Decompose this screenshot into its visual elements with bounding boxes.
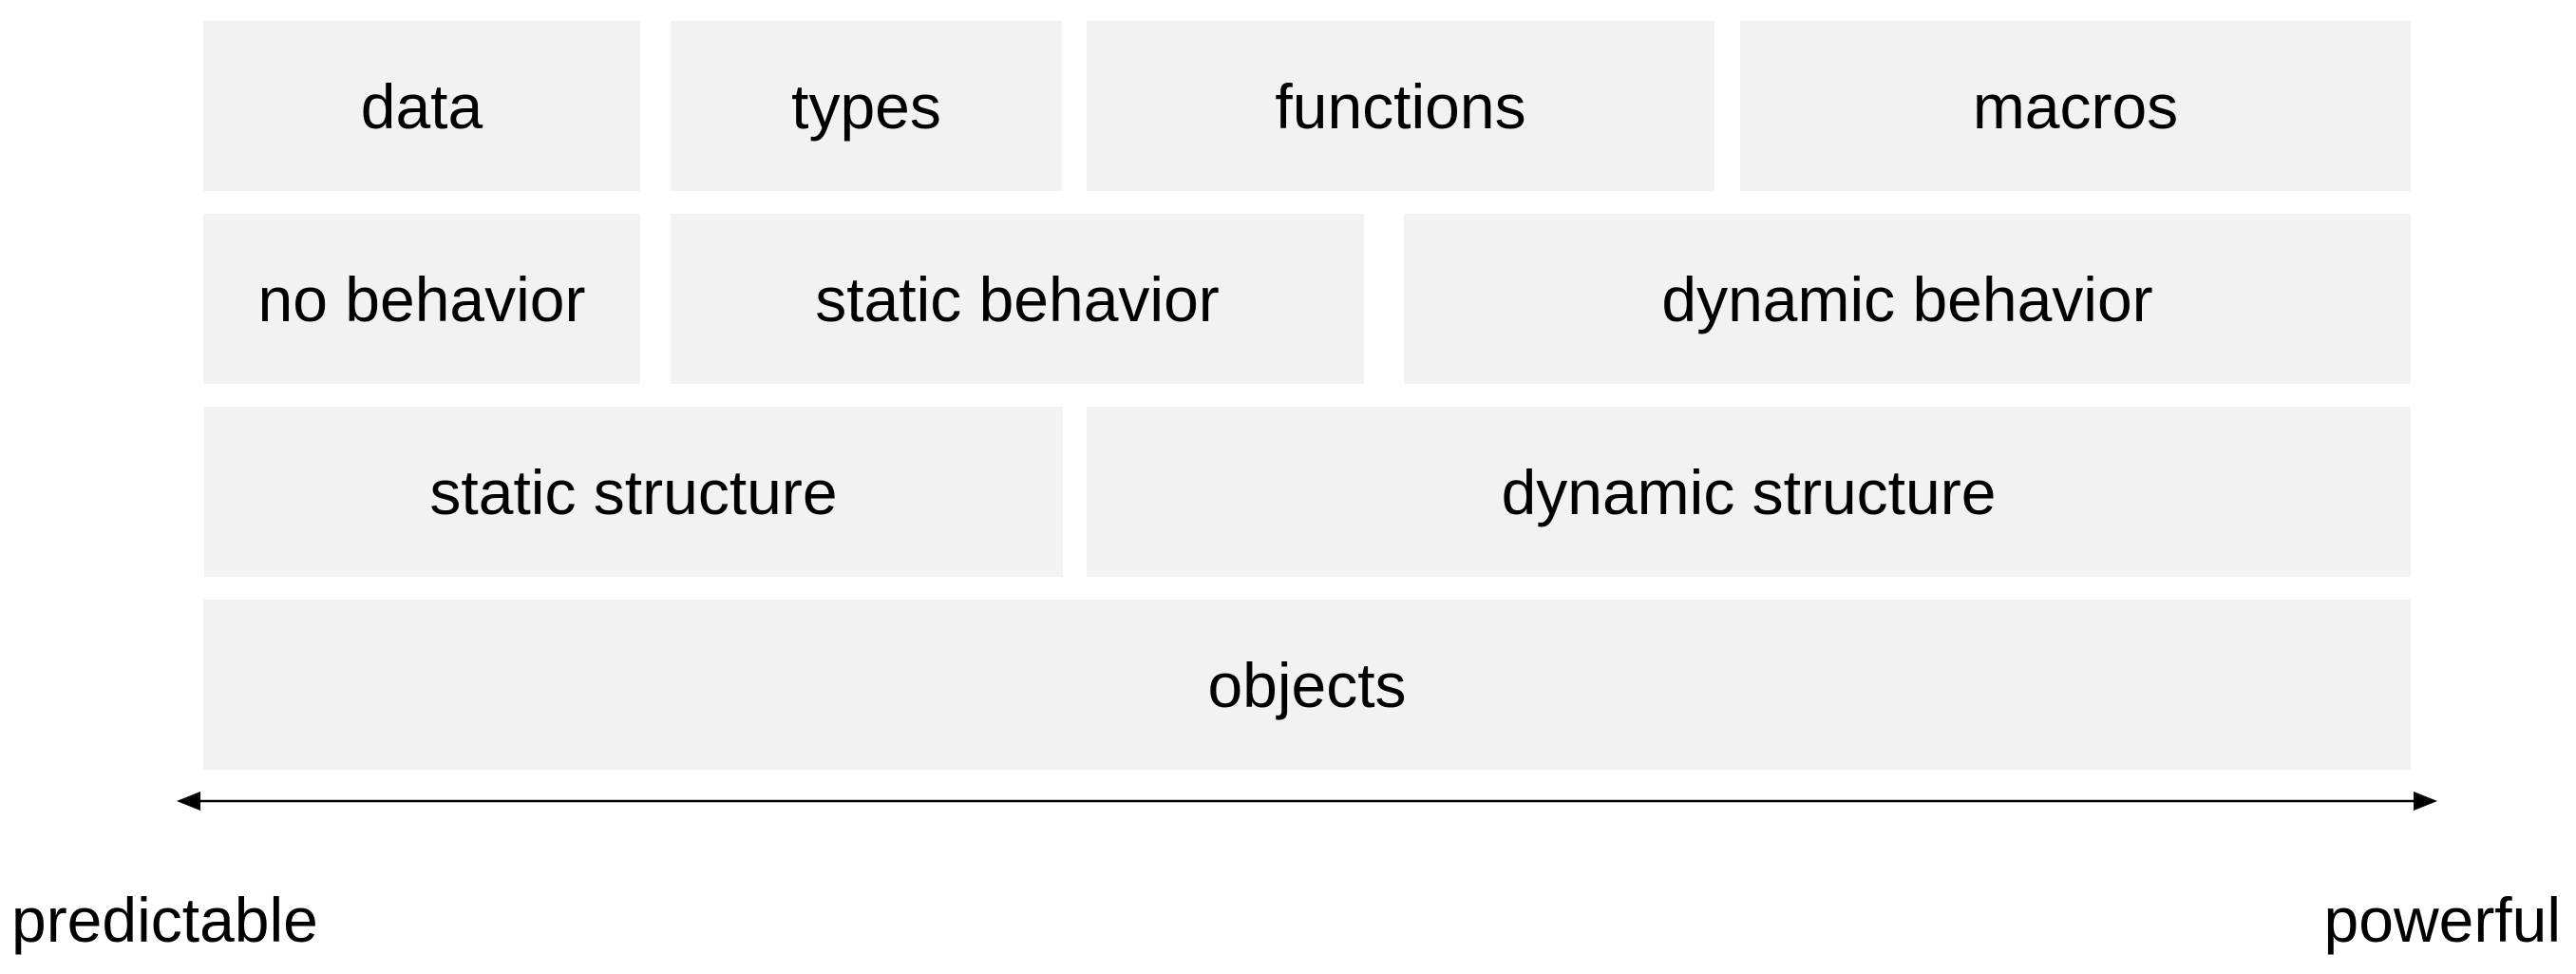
cell-dynamic-structure: dynamic structure: [1087, 407, 2411, 577]
cell-macros: macros: [1740, 21, 2411, 191]
cell-static-structure: static structure: [204, 407, 1063, 577]
cell-dynamic-behavior: dynamic behavior: [1404, 214, 2411, 384]
cell-no-behavior: no behavior: [203, 214, 640, 384]
cell-static-behavior: static behavior: [671, 214, 1364, 384]
arrow-head-right: [2414, 792, 2437, 811]
cell-data: data: [203, 21, 640, 191]
cell-objects: objects: [203, 600, 2411, 770]
axis-label-powerful: powerful: [2323, 885, 2561, 955]
axis-label-predictable: predictable: [11, 885, 318, 955]
arrow-head-left: [177, 792, 200, 811]
cell-types: types: [671, 21, 1062, 191]
cell-functions: functions: [1087, 21, 1714, 191]
